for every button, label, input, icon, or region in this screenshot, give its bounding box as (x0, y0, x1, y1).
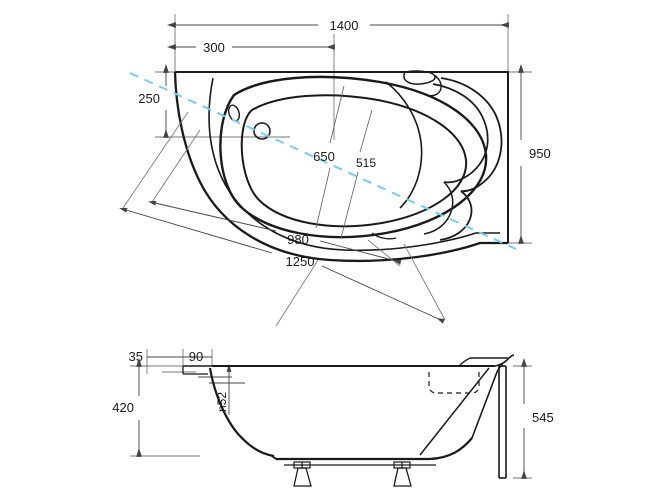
dimension-980: 980 (147, 200, 402, 265)
dimension-label-35: 35 (129, 349, 143, 364)
bath-envelope-outline (175, 71, 509, 243)
dimension-label-1250: 1250 (286, 254, 315, 269)
dimension-label-650: 650 (313, 149, 335, 164)
adjustable-foot (293, 461, 312, 487)
dimension-label-1400: 1400 (330, 18, 359, 33)
drain-hole-icon (253, 122, 271, 140)
bath-basin (240, 94, 468, 228)
elevation-bottom-kink (271, 455, 277, 460)
adjustable-foot (393, 461, 412, 487)
bath-seat-divider (385, 81, 423, 209)
elevation-end-panel (498, 365, 507, 479)
bath-corner-tail (439, 190, 473, 241)
bath-inner-rim-1 (208, 77, 500, 252)
bath-corner-lobe (432, 83, 489, 184)
bath-grip-tail (425, 74, 442, 97)
centerline-diagonal (129, 72, 517, 250)
plan-view-group: 1400 300 250 950 (119, 14, 551, 327)
dimension-label-300: 300 (203, 40, 225, 55)
bath-corner-tail-inner (423, 181, 454, 235)
dimension-950: 950 (518, 63, 551, 244)
dimension-1400: 1400 (166, 18, 509, 33)
dimension-300: 300 (166, 40, 335, 55)
dimension-label-420: 420 (112, 400, 134, 415)
dimension-label-545: 545 (532, 410, 554, 425)
elevation-rim-corner (494, 354, 515, 367)
dimension-label-980: 980 (287, 232, 309, 247)
dimension-label-90: 90 (189, 349, 203, 364)
dimension-1250: 1250 (119, 207, 445, 324)
elevation-rim-back-slope (458, 357, 471, 367)
bath-bottom-notch (371, 232, 397, 240)
dimension-label-515: 515 (356, 156, 376, 170)
dimension-545: 545 (513, 357, 554, 479)
dimension-90: 90 (183, 349, 212, 364)
elevation-right-wall-outer (419, 367, 490, 456)
bath-grip-handle (403, 70, 436, 85)
dimension-420: 420 (112, 357, 142, 457)
elevation-bottom (276, 437, 473, 461)
dimension-515: 515 (340, 109, 376, 239)
dimension-35: 35 (129, 349, 183, 364)
dimension-label-950: 950 (529, 146, 551, 161)
dimension-label-250: 250 (138, 91, 160, 106)
elevation-extension-lines (130, 349, 213, 457)
dimension-650: 650 (313, 85, 345, 229)
dimension-250: 250 (138, 63, 169, 138)
bath-bowl-rim (219, 75, 488, 239)
elevation-view-group: 35 90 420 n52 (112, 349, 554, 487)
elevation-left-wall (208, 367, 275, 458)
bath-corner-lobe-outer (440, 77, 503, 193)
bath-outer-rim (173, 71, 508, 263)
